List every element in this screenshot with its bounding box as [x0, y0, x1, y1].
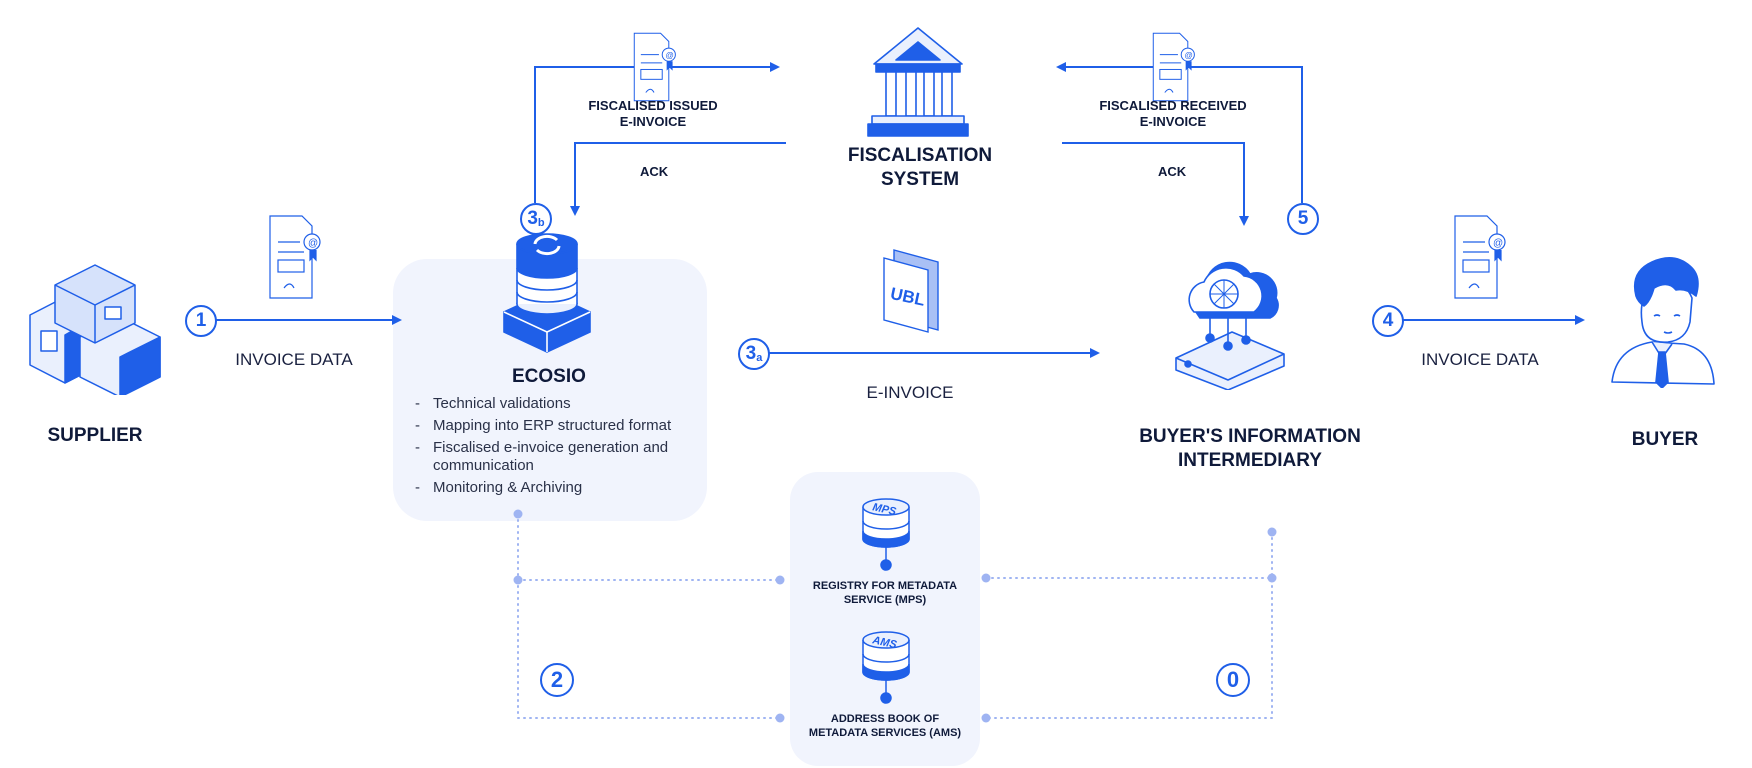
invoice-document-icon: @: [1152, 32, 1195, 102]
dotted-link-step0: [985, 531, 1273, 719]
mps-disk-label: MPS: [871, 501, 897, 518]
arrow-ack-ecosio: [570, 142, 786, 216]
boxes-icon: [29, 264, 161, 395]
buyer-label: BUYER: [1631, 429, 1699, 450]
svg-text:@: @: [308, 238, 318, 249]
step-badge-1: 1: [185, 305, 217, 337]
invoice-document-icon: @: [269, 215, 321, 299]
ecosio-feature-list: Technical validations Mapping into ERP s…: [415, 395, 705, 501]
ams-database-icon: AMS: [862, 631, 910, 704]
step1-label: INVOICE DATA: [235, 350, 353, 369]
invoice-document-icon: @: [1454, 215, 1506, 299]
supplier-label: SUPPLIER: [47, 425, 143, 446]
step-badge-2: 2: [540, 663, 574, 697]
ubl-document-icon: UBL: [883, 249, 939, 333]
invoice-document-icon: @: [633, 32, 676, 102]
step-badge-0: 0: [1216, 663, 1250, 697]
step-badge-3b: 3b: [520, 203, 552, 235]
step4-label: INVOICE DATA: [1421, 350, 1539, 369]
step-badge-5: 5: [1287, 203, 1319, 235]
svg-text:@: @: [1493, 238, 1503, 249]
server-sync-icon: [503, 233, 591, 353]
arrow-ack-intermediary: [1062, 142, 1249, 226]
arrow-step5: [1056, 62, 1303, 203]
step3a-label: E-INVOICE: [866, 383, 954, 402]
step-badge-3a: 3a: [738, 338, 770, 370]
feature-item: Mapping into ERP structured format: [415, 417, 705, 435]
person-icon: [1611, 257, 1715, 388]
ams-disk-label: AMS: [870, 634, 898, 651]
ack-label-ecosio: ACK: [640, 164, 669, 179]
feature-item: Fiscalised e-invoice generation and comm…: [415, 439, 705, 475]
government-building-icon: [867, 27, 969, 137]
feature-item: Monitoring & Archiving: [415, 479, 705, 497]
feature-item: Technical validations: [415, 395, 705, 413]
ack-label-intermediary: ACK: [1158, 164, 1187, 179]
ecosio-title: ECOSIO: [512, 366, 586, 387]
arrow-step3b: [534, 62, 780, 203]
step-badge-4: 4: [1372, 305, 1404, 337]
mps-database-icon: MPS: [862, 498, 910, 571]
svg-text:@: @: [1185, 51, 1193, 60]
svg-text:@: @: [666, 51, 674, 60]
cloud-network-icon: [1175, 261, 1285, 390]
